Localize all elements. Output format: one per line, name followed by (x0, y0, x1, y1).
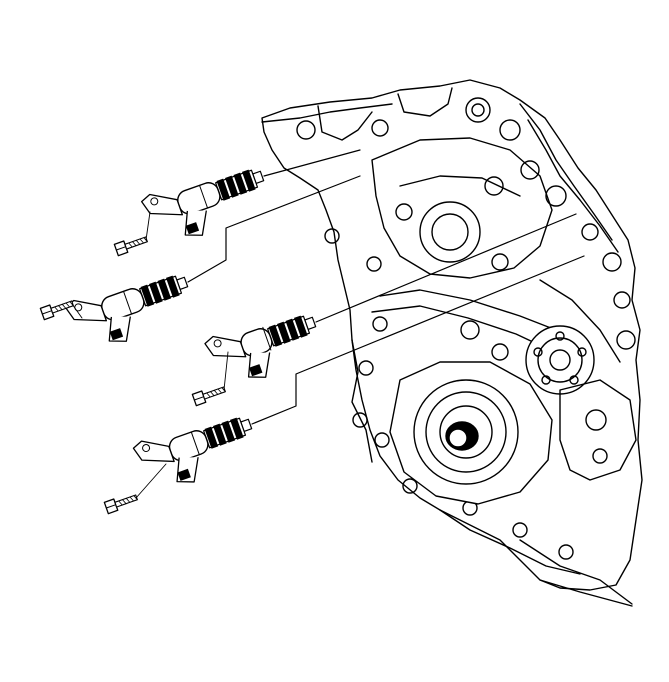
bolt-leader-2 (71, 303, 83, 319)
leader-line-4 (251, 255, 585, 425)
leader-line-1 (263, 149, 361, 177)
upper-small-boss-2 (484, 176, 504, 196)
top-boss-3-inner (471, 103, 485, 117)
cover-bolt-4 (358, 360, 374, 376)
solenoid-assemblies (39, 149, 585, 515)
solenoid-body-2 (64, 275, 189, 342)
oil-pan-edge-2 (539, 579, 633, 607)
upper-small-boss-1 (395, 203, 413, 221)
cover-bolt-9 (512, 522, 528, 538)
solenoid-valve-1 (113, 149, 361, 257)
upper-small-boss-3 (491, 253, 509, 271)
right-boss-5 (613, 291, 631, 309)
lower-flange (439, 509, 581, 575)
upper-housing-rib (399, 175, 521, 197)
cover-bolt-2 (366, 256, 382, 272)
lower-right-boss-1 (585, 409, 607, 431)
cover-bolt-6 (374, 432, 390, 448)
top-flange (397, 87, 453, 117)
oil-pan-edge (519, 539, 633, 605)
center-rib-2 (371, 305, 551, 351)
top-rib-2 (317, 105, 373, 141)
bolt-leader-4 (135, 463, 167, 499)
solenoid-body-1 (140, 169, 265, 236)
solenoid-valve-3 (191, 213, 577, 407)
mid-boss-2 (491, 343, 509, 361)
center-rib-3 (539, 279, 621, 363)
top-boss-3 (465, 97, 491, 123)
bolt-leader-3 (223, 351, 229, 391)
solenoid-valve-4 (103, 255, 585, 515)
right-boss-3 (581, 223, 599, 241)
mounting-bolt-4 (103, 494, 138, 515)
right-boss-1 (520, 160, 540, 180)
solenoid-body-4 (132, 417, 253, 483)
water-pump-hub (525, 325, 595, 395)
cover-bolt-5 (352, 412, 368, 428)
mounting-bolt-2 (39, 300, 74, 321)
solenoid-valve-2 (39, 175, 361, 342)
cover-bolt-10 (558, 544, 574, 560)
lower-right-boss-2 (592, 448, 608, 464)
cover-bolt-3 (372, 316, 388, 332)
top-boss-1 (296, 120, 316, 140)
top-boss-4 (499, 119, 521, 141)
top-rib (261, 103, 393, 123)
right-edge-rib-2 (527, 119, 619, 253)
mounting-bolt-3 (191, 386, 226, 407)
cover-outline (261, 79, 643, 591)
mounting-bolt-1 (113, 236, 148, 257)
right-edge-rib (519, 103, 613, 241)
right-boss-2 (545, 185, 567, 207)
leader-line-2 (187, 175, 361, 283)
top-boss-2 (371, 119, 389, 137)
engine-front-cover (261, 79, 643, 607)
cover-bolt-7 (402, 478, 418, 494)
cover-bolt-1 (324, 228, 340, 244)
bolt-leader-1 (145, 211, 151, 241)
lower-right-casting (559, 379, 637, 481)
crankshaft-seal-housing (389, 361, 553, 505)
upper-housing-bore-inner (431, 213, 469, 251)
upper-housing (371, 137, 553, 279)
mid-boss-1 (460, 320, 480, 340)
solenoid-body-3 (204, 315, 317, 378)
center-rib-1 (379, 289, 557, 331)
left-flange (351, 339, 373, 463)
right-boss-6 (616, 330, 636, 350)
leader-line-3 (315, 213, 577, 323)
right-boss-4 (602, 252, 622, 272)
upper-housing-bore (419, 201, 481, 263)
